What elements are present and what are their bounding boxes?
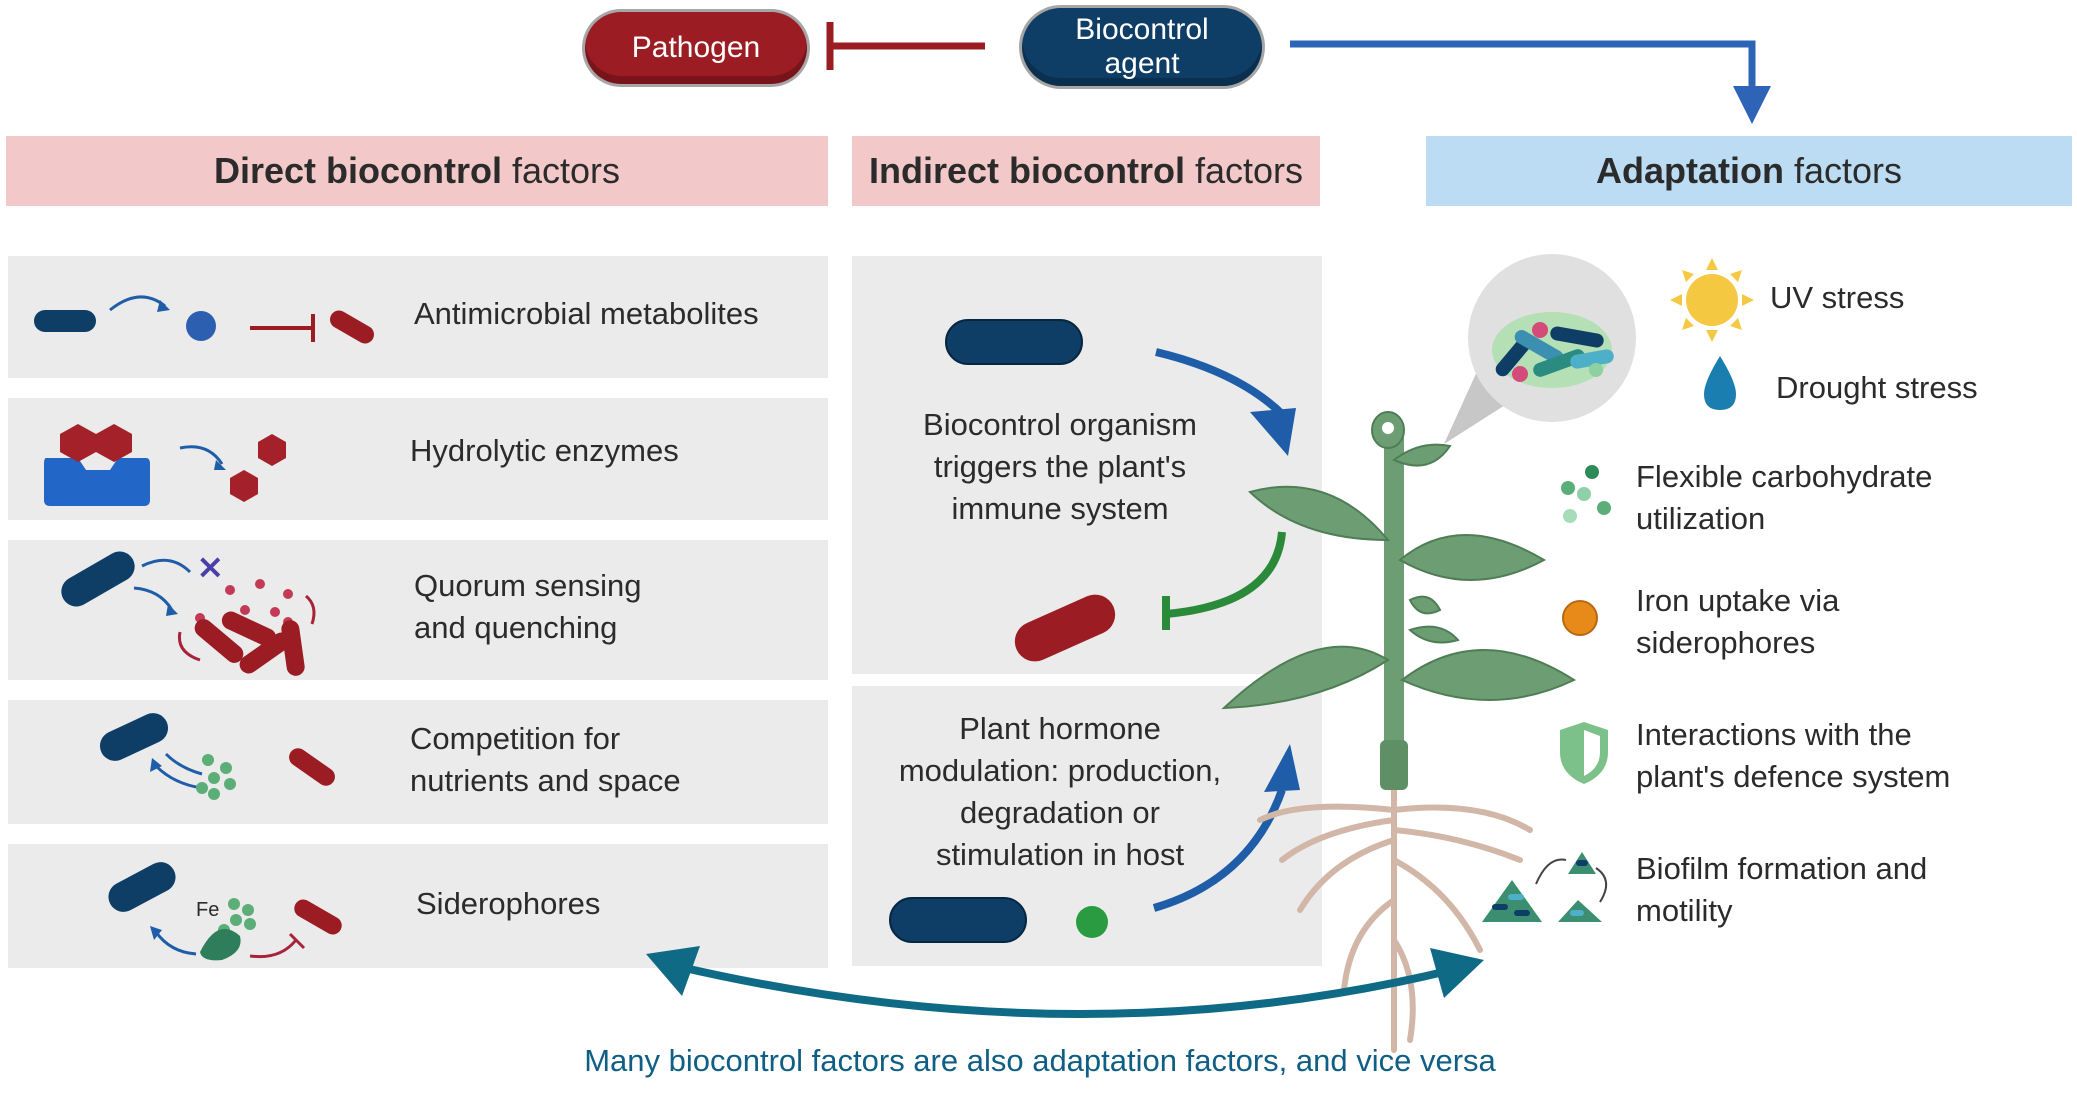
carbohydrate-icon [1561, 465, 1611, 523]
iron-icon [1562, 600, 1598, 636]
label-uv-stress: UV stress [1770, 280, 1905, 315]
siderophore-icon: Fe [108, 862, 342, 961]
label-immune-trigger: Biocontrol organism triggers the plant's… [923, 407, 1197, 526]
indirect-header-bold: Indirect biocontrol [868, 150, 1185, 191]
hormone-arrow [1152, 788, 1286, 912]
leaf [1400, 649, 1577, 701]
adaptation-header-rest: factors [1793, 150, 1903, 191]
immune-arrow [1155, 348, 1287, 419]
label-plant-defence: Interactions with the plant's defence sy… [1636, 717, 1951, 794]
label-antimicrobial-metabolites: Antimicrobial metabolites [414, 296, 759, 331]
agent-cell-icon [34, 310, 96, 332]
immune-inhibit-line [1165, 531, 1286, 618]
quorum-sensing-icon: × [61, 547, 316, 676]
hydrolytic-enzyme-icon [44, 424, 286, 506]
sun-icon [1670, 258, 1754, 342]
agent-cell-icon [945, 319, 1083, 365]
pathogen-pill: Pathogen [585, 12, 807, 84]
label-drought-stress: Drought stress [1776, 370, 1978, 405]
footer-note: Many biocontrol factors are also adaptat… [584, 1043, 1496, 1078]
direct-factors-header: Direct biocontrol factors [6, 136, 828, 206]
biofilm-icon [1482, 852, 1607, 922]
label-hormone-modulation: Plant hormone modulation: production, de… [898, 711, 1222, 872]
label-iron-uptake: Iron uptake via siderophores [1636, 583, 1840, 660]
pathogen-cell-icon [330, 310, 374, 344]
label-carbohydrate-utilization: Flexible carbohydrate utilization [1636, 459, 1933, 536]
antimicrobial-icon [34, 295, 374, 344]
fe-label: Fe [196, 899, 219, 921]
svg-text:×: × [196, 547, 225, 587]
leaf [1408, 625, 1460, 644]
bacteria-cluster-icon [1492, 312, 1614, 388]
agent-cell-icon [889, 897, 1027, 943]
direct-box-antimicrobial [8, 256, 828, 378]
agent-to-adaptation-arrow [1290, 40, 1756, 92]
pathogen-cell-icon [1014, 594, 1116, 662]
biocontrol-agent-pill: Biocontrol agent [1022, 8, 1262, 86]
leaf [1221, 645, 1390, 710]
shield-icon [1560, 722, 1608, 784]
indirect-header-rest: factors [1194, 150, 1304, 191]
label-biofilm-motility: Biofilm formation and motility [1636, 851, 1928, 928]
competition-icon [99, 713, 335, 800]
metabolite-icon [186, 311, 216, 341]
leaf [1248, 485, 1391, 542]
adaptation-factors-header: Adaptation factors [1426, 136, 2072, 206]
pathogen-label: Pathogen [631, 31, 761, 64]
direct-header-bold: Direct biocontrol [213, 150, 502, 191]
agent-to-adaptation-arrowhead [1733, 86, 1771, 124]
biocontrol-agent-label: Biocontrol agent [1075, 13, 1209, 80]
direct-header-rest: factors [511, 150, 621, 191]
label-quorum-sensing: Quorum sensing and quenching [414, 568, 642, 645]
hormone-icon [1076, 906, 1108, 938]
adaptation-header-bold: Adaptation [1595, 150, 1784, 191]
label-competition: Competition for nutrients and space [410, 721, 681, 798]
leaf [1392, 443, 1452, 467]
label-hydrolytic-enzymes: Hydrolytic enzymes [410, 433, 679, 468]
leaf [1408, 595, 1442, 615]
leaf [1398, 534, 1547, 581]
label-siderophores: Siderophores [416, 886, 601, 921]
indirect-factors-header: Indirect biocontrol factors [852, 136, 1320, 206]
water-drop-icon [1704, 356, 1736, 410]
